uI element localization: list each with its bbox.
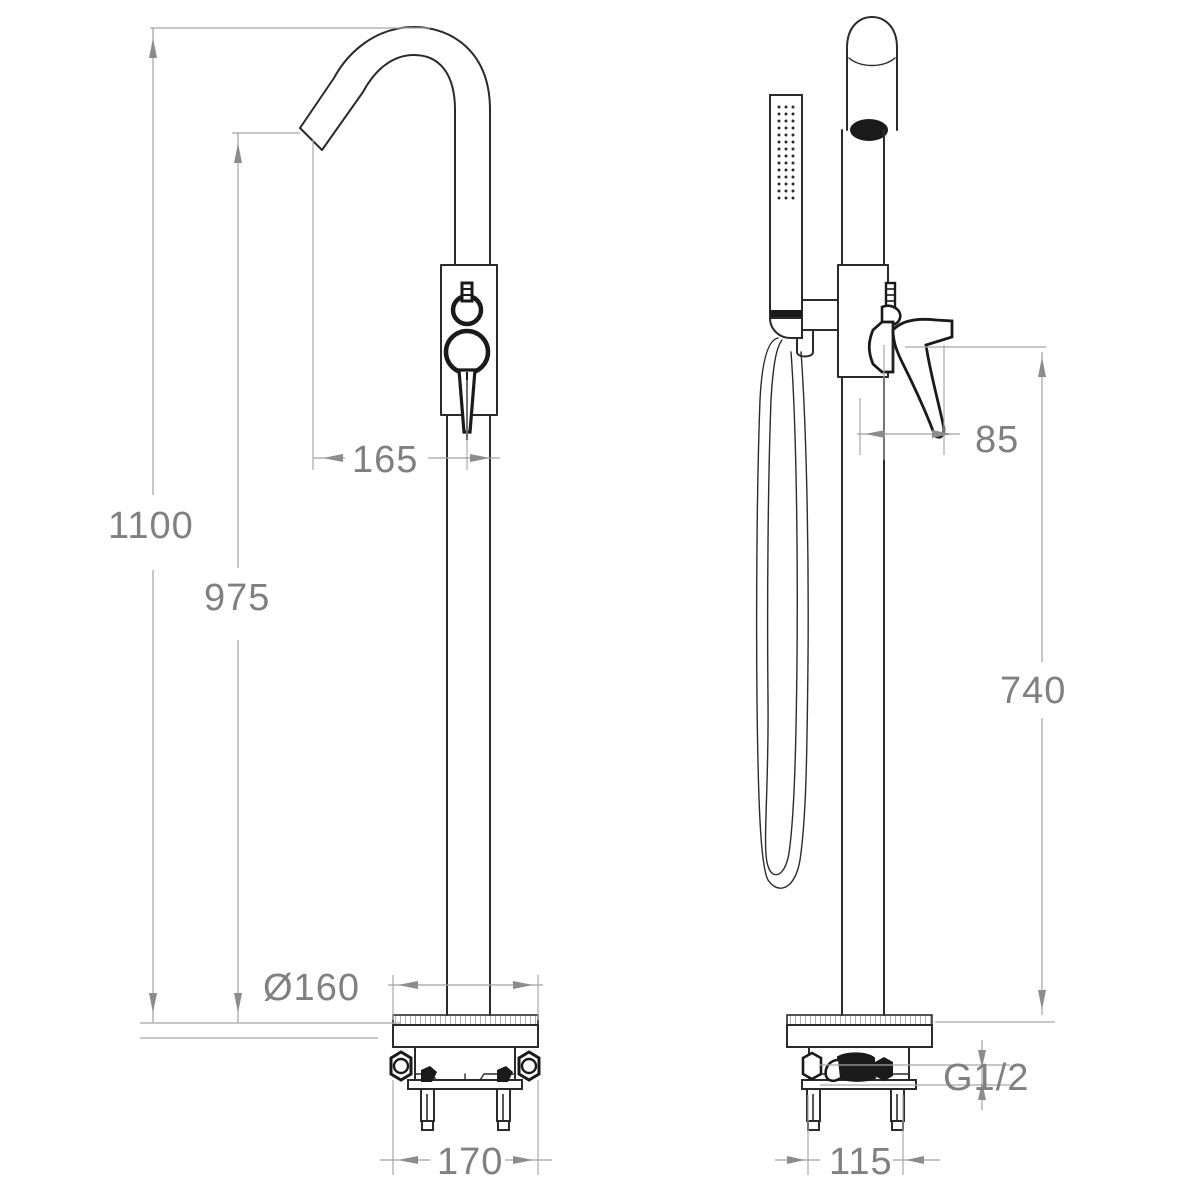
fixing-nut-side [801,1051,893,1081]
inlet-pipes-side [806,1088,905,1131]
base-cover-plate-front [392,1014,539,1048]
spout-side [846,16,898,141]
inlet-pipes-front [420,1066,513,1131]
dimension-base-diameter: Ø160 [140,967,543,1039]
fixing-nuts-front [389,1050,541,1082]
dimension-label-1100: 1100 [108,505,194,547]
dimension-label-975: 975 [204,577,270,619]
dimension-label-170: 170 [437,1141,503,1183]
dimension-overall-height: 1100 [108,27,430,1023]
dimension-inlet-spacing-115: 115 [775,1095,940,1183]
dimension-inlet-thread: G1/2 [820,1040,1029,1110]
shower-hose [755,337,809,889]
dimension-label-85: 85 [975,419,1019,461]
dimension-handshower-height: 740 [905,346,1066,1023]
handshower [768,94,803,339]
dimension-label-diameter-160: Ø160 [263,967,360,1009]
dimension-label-115: 115 [829,1141,893,1183]
spout-front [299,26,491,281]
front-view-group [299,26,541,1131]
dimension-spout-reach: 165 [312,140,500,481]
dimension-bolt-spacing-170: 170 [380,1080,552,1183]
dimension-spout-height: 975 [204,132,300,1023]
dimension-label-g-half: G1/2 [943,1057,1029,1099]
base-cover-plate-side [786,1014,933,1048]
diverter-knob-front [450,281,484,327]
dimension-label-740: 740 [1000,670,1066,712]
dimension-label-165: 165 [352,439,418,481]
dimension-handle-projection: 85 [857,345,1019,461]
